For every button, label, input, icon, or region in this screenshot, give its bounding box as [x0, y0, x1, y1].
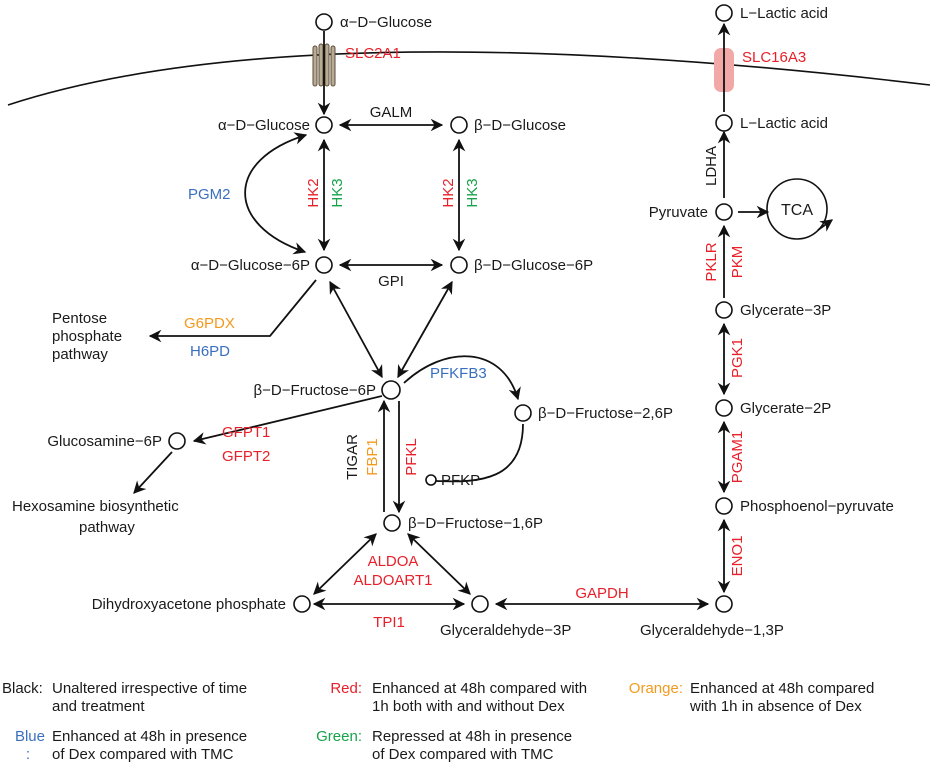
pentose-label-1: Pentose: [52, 310, 107, 327]
legend-black-key: Black:: [2, 680, 43, 697]
enzyme-slc16a3: SLC16A3: [742, 49, 806, 66]
enzyme-pgm2: PGM2: [188, 186, 231, 203]
enzyme-pfkfb3: PFKFB3: [430, 365, 487, 382]
enzyme-pgk1: PGK1: [729, 338, 746, 378]
gap-node: [471, 595, 489, 613]
tca-label: TCA: [781, 202, 813, 219]
enzyme-h6pd: H6PD: [190, 343, 230, 360]
f16p-node: [383, 514, 401, 532]
legend-orange-text-1: Enhanced at 48h compared: [690, 680, 874, 697]
legend-red-text-1: Enhanced at 48h compared with: [372, 680, 587, 697]
pentose-label-3: pathway: [52, 346, 108, 363]
legend-black-text-1: Unaltered irrespective of time: [52, 680, 247, 697]
g6p-b-node: [450, 256, 468, 274]
f26p-label: β−D−Fructose−2,6P: [538, 405, 673, 422]
g6p-a-label: α−D−Glucose−6P: [191, 257, 310, 274]
lactate-out-node: [715, 4, 733, 22]
glucosamine6p-label: Glucosamine−6P: [47, 433, 162, 450]
f16p-label: β−D−Fructose−1,6P: [408, 515, 543, 532]
enzyme-hk3-b: HK3: [464, 178, 481, 207]
enzyme-pgam1: PGAM1: [729, 431, 746, 484]
hexosamine-label-2: pathway: [79, 519, 135, 536]
glycerate3p-label: Glycerate−3P: [740, 302, 831, 319]
g6p-a-node: [315, 256, 333, 274]
enzyme-gapdh: GAPDH: [575, 585, 628, 602]
legend-red-text-2: 1h both with and without Dex: [372, 698, 565, 715]
pentose-label-2: phosphate: [52, 328, 122, 345]
enzyme-g6pdx: G6PDX: [184, 315, 235, 332]
glucose-out-node: [315, 13, 333, 31]
color-legend: Black: Unaltered irrespective of time an…: [2, 680, 874, 763]
g6p-b-label: β−D−Glucose−6P: [474, 257, 593, 274]
dhap-node: [293, 595, 311, 613]
glucose-b-label: β−D−Glucose: [474, 117, 566, 134]
enzyme-tigar: TIGAR: [344, 434, 361, 480]
glucosamine6p-node: [168, 432, 186, 450]
glucose-a-label: α−D−Glucose: [218, 117, 310, 134]
glycerate2p-label: Glycerate−2P: [740, 400, 831, 417]
enzyme-slc2a1: SLC2A1: [345, 45, 401, 62]
enzyme-hk2-a: HK2: [305, 178, 322, 207]
legend-blue-key-2: :: [26, 746, 30, 763]
pyruvate-label: Pyruvate: [649, 204, 708, 221]
enzyme-ldha: LDHA: [703, 146, 720, 186]
enzyme-eno1: ENO1: [729, 536, 746, 577]
enzyme-hk3-a: HK3: [329, 178, 346, 207]
bpg-label: Glyceraldehyde−1,3P: [640, 622, 784, 639]
enzyme-aldoart1: ALDOART1: [354, 572, 433, 589]
enzyme-pfkl: PFKL: [403, 438, 420, 476]
f6p-label: β−D−Fructose−6P: [254, 382, 376, 399]
enzyme-pklr: PKLR: [703, 242, 720, 281]
reaction-arrows: [133, 22, 834, 611]
pep-label: Phosphoenol−pyruvate: [740, 498, 894, 515]
lactate-out-label: L−Lactic acid: [740, 5, 828, 22]
enzyme-fbp1: FBP1: [364, 438, 381, 476]
pfkp-node: [425, 474, 437, 486]
f6p-node: [381, 380, 401, 400]
enzyme-aldoa: ALDOA: [368, 553, 419, 570]
enzyme-gfpt2: GFPT2: [222, 448, 270, 465]
enzyme-gfpt1: GFPT1: [222, 424, 270, 441]
enzyme-tpi1: TPI1: [373, 614, 405, 631]
slc2a1-transporter-icon: [312, 43, 336, 87]
lactate-in-node: [715, 114, 733, 132]
pfkp-node-label: PFKP: [441, 472, 480, 489]
enzyme-hk2-b: HK2: [440, 178, 457, 207]
glycerate2p-node: [715, 399, 733, 417]
legend-red-key: Red:: [330, 680, 362, 697]
legend-orange-text-2: with 1h in absence of Dex: [689, 698, 862, 715]
enzyme-galm: GALM: [370, 104, 413, 121]
dhap-label: Dihydroxyacetone phosphate: [92, 596, 286, 613]
f26p-node: [514, 404, 532, 422]
glucose-out-label: α−D−Glucose: [340, 14, 432, 31]
glycerate3p-node: [715, 301, 733, 319]
legend-blue-text-1: Enhanced at 48h in presence: [52, 728, 247, 745]
glucose-a-node: [315, 116, 333, 134]
pyruvate-node: [715, 203, 733, 221]
enzyme-pkm: PKM: [729, 246, 746, 279]
hexosamine-label-1: Hexosamine biosynthetic: [12, 498, 179, 515]
legend-black-text-2: and treatment: [52, 698, 145, 715]
legend-blue-text-2: of Dex compared with TMC: [52, 746, 234, 763]
legend-green-text-1: Repressed at 48h in presence: [372, 728, 572, 745]
legend-blue-key-1: Blue: [15, 728, 45, 745]
cell-membrane: [7, 51, 931, 106]
legend-orange-key: Orange:: [629, 680, 683, 697]
lactate-in-label: L−Lactic acid: [740, 115, 828, 132]
glucose-b-node: [450, 116, 468, 134]
bpg-node: [715, 595, 733, 613]
enzyme-gpi: GPI: [378, 273, 404, 290]
legend-green-key: Green:: [316, 728, 362, 745]
pep-node: [715, 497, 733, 515]
legend-green-text-2: of Dex compared with TMC: [372, 746, 554, 763]
gap-label: Glyceraldehyde−3P: [440, 622, 571, 639]
